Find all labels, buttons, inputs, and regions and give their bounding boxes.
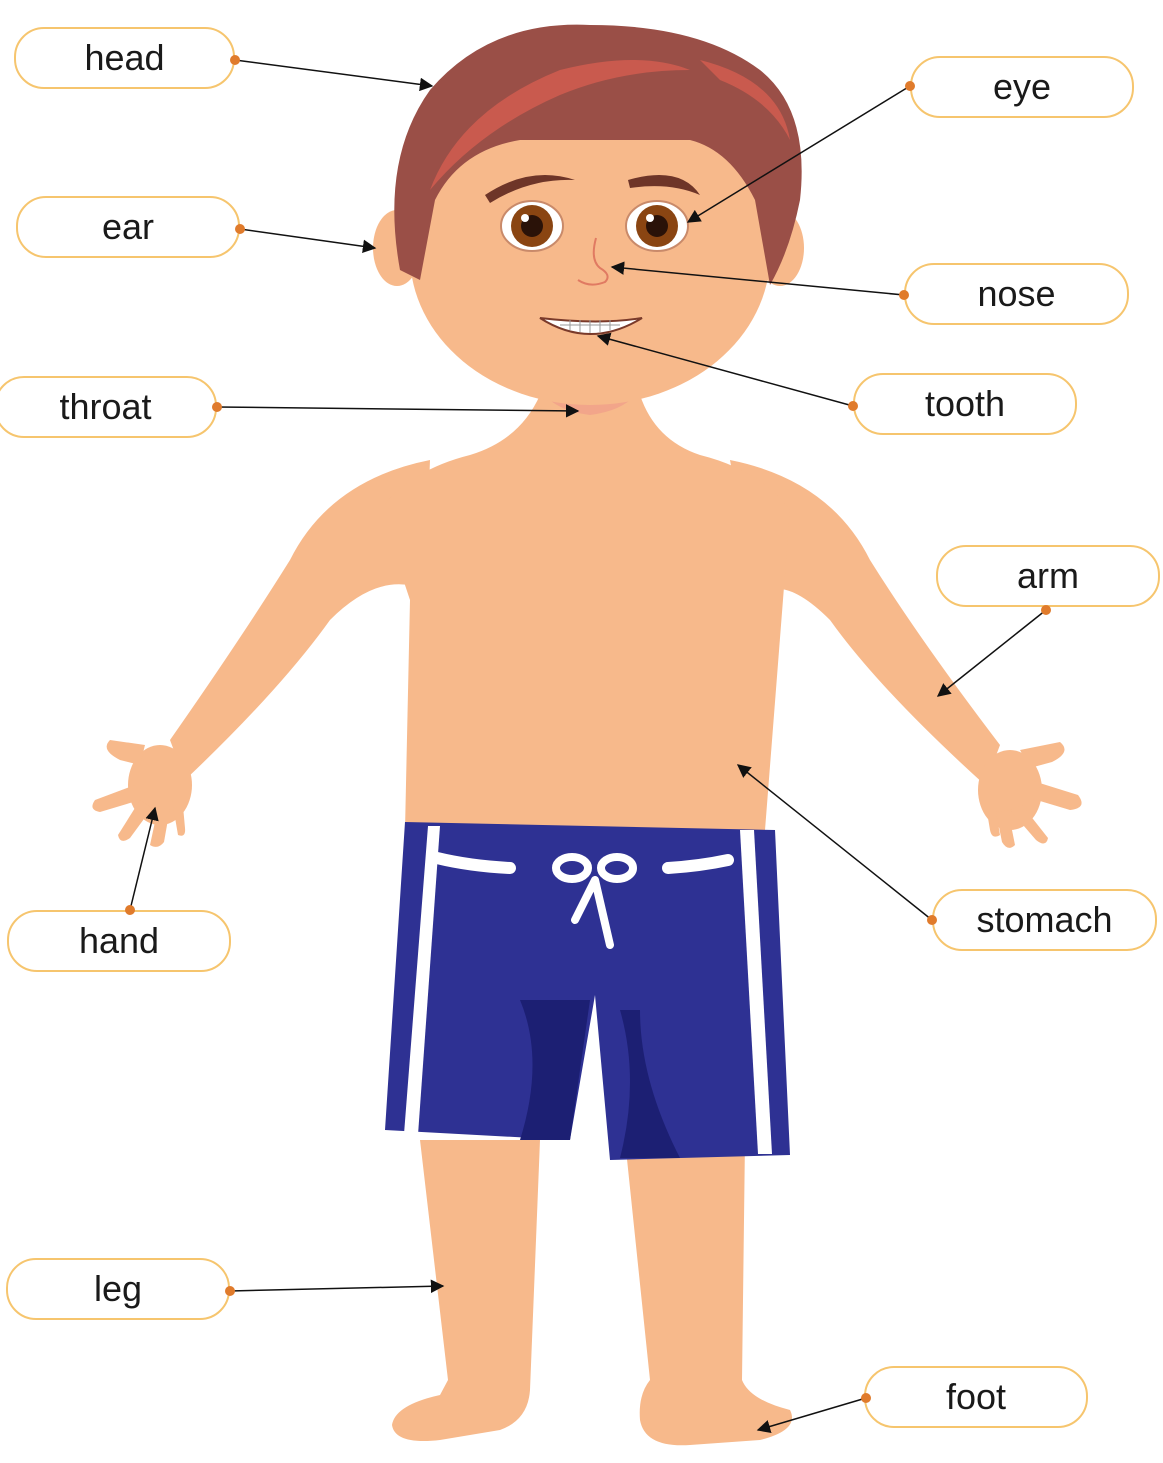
label-head: head <box>14 27 235 89</box>
label-tooth-text: tooth <box>925 383 1005 425</box>
label-ear: ear <box>16 196 240 258</box>
right-eye <box>626 201 688 251</box>
label-nose-dot <box>899 290 909 300</box>
label-stomach-text: stomach <box>976 899 1112 941</box>
label-eye: eye <box>910 56 1134 118</box>
label-arm: arm <box>936 545 1160 607</box>
label-hand: hand <box>7 910 231 972</box>
label-nose-text: nose <box>977 273 1055 315</box>
torso <box>380 395 790 830</box>
label-hand-text: hand <box>79 920 159 962</box>
legs <box>392 1140 792 1445</box>
arm-connector <box>938 610 1046 696</box>
throat-connector <box>217 407 578 411</box>
label-leg: leg <box>6 1258 230 1320</box>
label-leg-text: leg <box>94 1268 142 1310</box>
label-throat-text: throat <box>59 386 151 428</box>
label-nose: nose <box>904 263 1129 325</box>
label-arm-dot <box>1041 605 1051 615</box>
left-hand <box>92 740 192 847</box>
label-eye-dot <box>905 81 915 91</box>
label-foot: foot <box>864 1366 1088 1428</box>
label-stomach-dot <box>927 915 937 925</box>
label-tooth: tooth <box>853 373 1077 435</box>
leg-connector <box>230 1286 443 1291</box>
label-head-text: head <box>84 37 164 79</box>
left-eye <box>501 201 563 251</box>
shorts <box>385 822 790 1160</box>
head-connector <box>235 60 432 86</box>
label-ear-dot <box>235 224 245 234</box>
label-eye-text: eye <box>993 66 1051 108</box>
label-foot-text: foot <box>946 1376 1006 1418</box>
label-leg-dot <box>225 1286 235 1296</box>
label-ear-text: ear <box>102 206 154 248</box>
label-arm-text: arm <box>1017 555 1079 597</box>
label-tooth-dot <box>848 401 858 411</box>
label-throat: throat <box>0 376 217 438</box>
label-throat-dot <box>212 402 222 412</box>
ear-connector <box>240 229 375 248</box>
label-head-dot <box>230 55 240 65</box>
label-hand-dot <box>125 905 135 915</box>
label-foot-dot <box>861 1393 871 1403</box>
right-hand <box>978 742 1082 848</box>
label-stomach: stomach <box>932 889 1157 951</box>
